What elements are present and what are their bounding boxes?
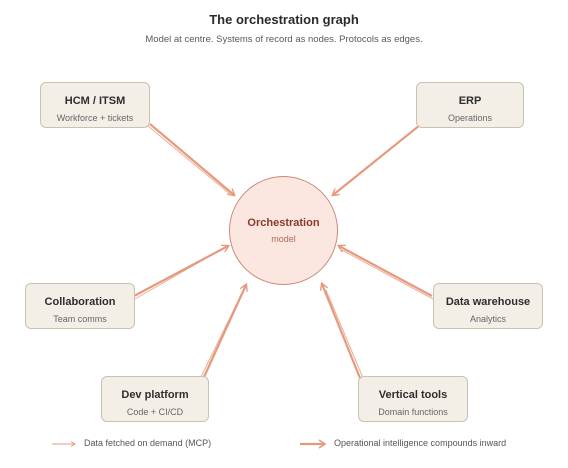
node-name: Data warehouse <box>445 296 531 308</box>
diagram-title: The orchestration graph <box>209 12 359 27</box>
legend-thick: Operational intelligence compounds inwar… <box>300 438 506 449</box>
edge-hcm-thick <box>149 123 234 195</box>
edge-vert-thick <box>322 284 362 379</box>
legend-thin-label: Data fetched on demand (MCP) <box>84 438 212 448</box>
edge-erp-thick <box>333 124 421 195</box>
thick-arrow-icon <box>300 438 327 449</box>
node-desc: Analytics <box>469 314 506 324</box>
edge-dw-thick <box>339 246 433 297</box>
edge-vert-thin <box>325 289 364 379</box>
node-name: HCM / ITSM <box>64 95 126 107</box>
legend-thin: Data fetched on demand (MCP) <box>52 438 211 448</box>
node-hcm-itsm: HCM / ITSM Workforce + tickets <box>40 82 150 128</box>
node-name: ERP <box>458 95 482 107</box>
node-dev-platform: Dev platform Code + CI/CD <box>101 376 209 422</box>
center-name: Orchestration <box>247 217 320 229</box>
node-name: Collaboration <box>44 296 116 308</box>
node-collaboration: Collaboration Team comms <box>25 283 135 329</box>
center-desc: model <box>271 234 296 244</box>
node-desc: Workforce + tickets <box>56 113 134 123</box>
node-desc: Operations <box>447 113 493 123</box>
orchestration-model-node: Orchestration model <box>229 176 338 285</box>
node-erp: ERP Operations <box>416 82 524 128</box>
node-data-warehouse: Data warehouse Analytics <box>433 283 543 329</box>
node-desc: Code + CI/CD <box>126 407 184 417</box>
node-name: Dev platform <box>121 389 189 401</box>
diagram-subtitle: Model at centre. Systems of record as no… <box>145 34 423 45</box>
node-desc: Domain functions <box>378 407 448 417</box>
edge-dw-thin <box>341 249 434 300</box>
node-vertical-tools: Vertical tools Domain functions <box>358 376 468 422</box>
node-name: Vertical tools <box>378 389 448 401</box>
edge-hcm-thin <box>147 125 231 195</box>
node-desc: Team comms <box>53 314 107 324</box>
edge-dev-thick <box>202 285 246 378</box>
legend-thick-label: Operational intelligence compounds inwar… <box>334 438 507 448</box>
edge-collab-thick <box>133 246 228 297</box>
thin-arrow-icon <box>52 440 76 447</box>
